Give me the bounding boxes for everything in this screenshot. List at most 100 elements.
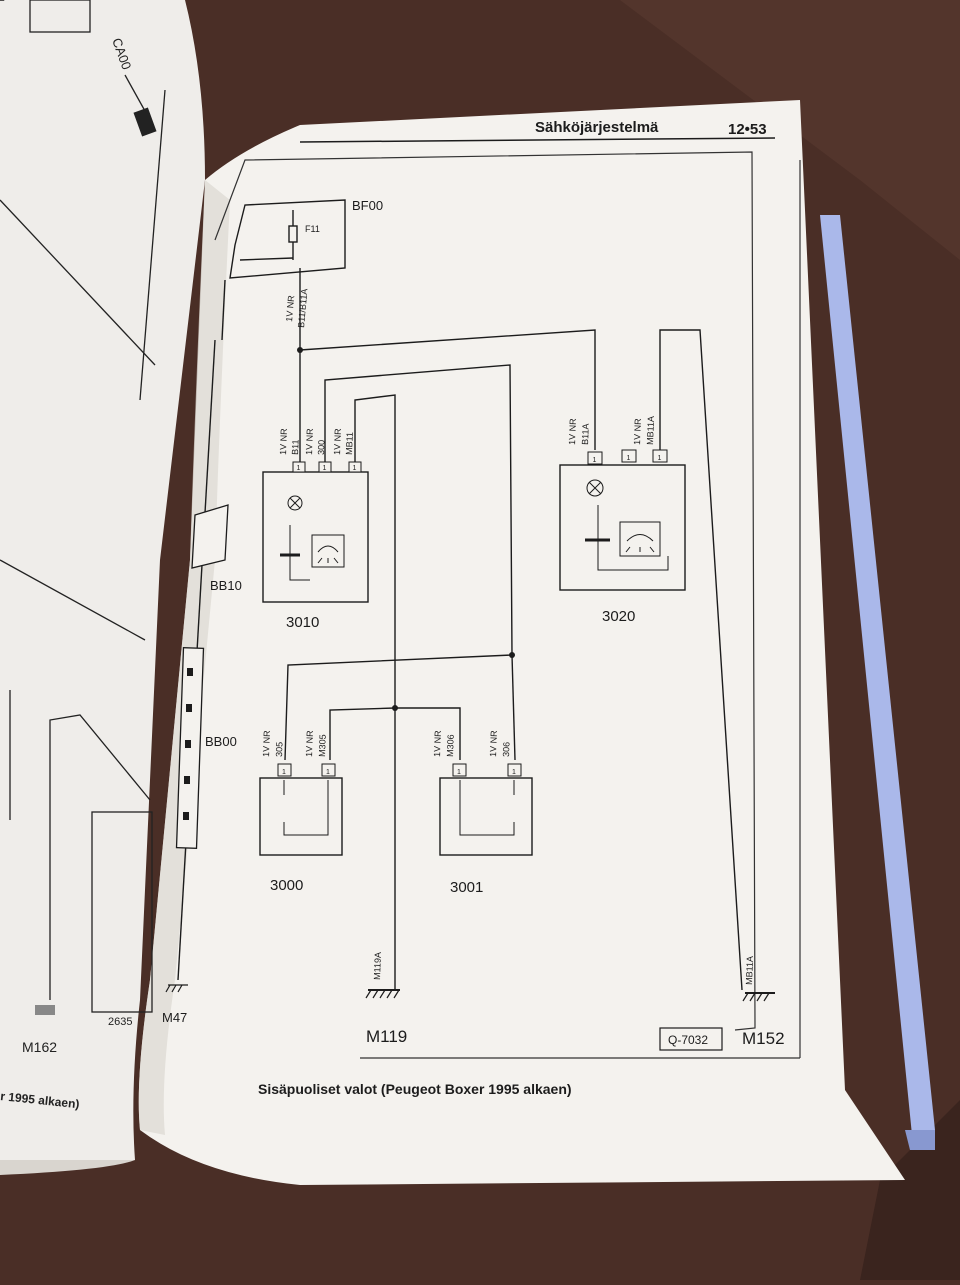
fuse-body [288, 225, 298, 243]
lamp-3020-bulb-cross [588, 481, 602, 495]
pin-number: 1 [326, 769, 330, 776]
fuse-wire-color: 1V NR [284, 294, 296, 322]
w3010-3a: 1V NR [332, 428, 343, 455]
bb00-pin [183, 812, 189, 820]
left-relay-box [29, 0, 91, 33]
bus-to-3020 [299, 329, 596, 450]
fuse-box-label: BF00 [352, 198, 383, 213]
lamp-3020-pin2 [621, 449, 637, 463]
pin-number: 1 [457, 769, 461, 776]
lamp-3010-bulb-icon [287, 495, 303, 511]
w3001-2a: 1V NR [488, 730, 499, 757]
pin-number: 1 [512, 769, 516, 776]
m119-ground [365, 989, 400, 999]
fuse-wire-id: B11/B11A [296, 288, 309, 328]
w3001-1a: 1V NR [432, 730, 443, 757]
pin-number: 1 [593, 457, 597, 464]
bb00-strip [175, 647, 205, 849]
junction-bus [297, 347, 303, 353]
ground-hatch [177, 984, 183, 993]
left-page-diagram [0, 0, 166, 1013]
pin-number: 1 [627, 455, 631, 462]
switch-3000-loop [283, 780, 329, 836]
w3010-3b: MB11 [344, 432, 355, 455]
lamp-3020-switch-wire [597, 505, 669, 571]
bb10-label: BB10 [210, 578, 242, 593]
w3000-1b: 305 [274, 742, 285, 757]
m47-ground [165, 984, 188, 993]
bb00-pin [185, 740, 191, 748]
w3010-1a: 1V NR [278, 428, 289, 455]
lamp-3020-pin3 [652, 449, 668, 463]
pin-number: 1 [0, 0, 4, 2]
lamp-3010-label: 3010 [286, 614, 319, 631]
w3020-2a: 1V NR [632, 418, 643, 445]
ground-hatch [365, 989, 372, 999]
lamp-3010-pin3 [348, 461, 362, 473]
w3010-2a: 1V NR [304, 428, 315, 455]
conn-2635-label: 2635 [108, 1016, 132, 1028]
w3020-1b: B11A [580, 423, 591, 445]
w3001-2b: 306 [501, 742, 512, 757]
lamp-3010-switch-wire [289, 525, 310, 581]
m119a-label: M119A [372, 952, 383, 980]
ground-hatch [749, 992, 756, 1002]
lamp-3020-housing [559, 464, 686, 591]
ground-hatch [763, 992, 770, 1002]
left-page [0, 0, 205, 1160]
lamp-3020-label: 3020 [602, 608, 635, 625]
fuse-side-wire [221, 279, 226, 341]
left-wire-lower [49, 714, 151, 1000]
junction-switch [509, 652, 515, 658]
switch-3000-pin2 [321, 763, 336, 777]
m162-label: M162 [22, 1039, 57, 1055]
m47-label: M47 [162, 1010, 187, 1025]
fuse-label: F11 [305, 224, 320, 234]
fuse-box-outline [229, 199, 346, 279]
ground-hatch [165, 984, 171, 993]
figure-ref: Q-7032 [668, 1033, 708, 1047]
page-number: 12•53 [728, 121, 767, 138]
lamp-3010-pin2 [318, 461, 332, 473]
ground-hatch [742, 992, 749, 1002]
bb00-pin [187, 668, 193, 676]
pin-number: 1 [297, 465, 301, 472]
lamp-3010-light-icon [317, 545, 339, 564]
m152-label: M152 [742, 1029, 785, 1048]
switch-3001-label: 3001 [450, 879, 483, 896]
pin-number: 1 [353, 465, 357, 472]
ground-hatch [386, 989, 393, 999]
switch-3001-pin1 [452, 763, 467, 777]
book-cover-edge [820, 215, 935, 1135]
w3000-2b: M305 [317, 734, 328, 757]
right-page [138, 100, 905, 1185]
bb00-pin [186, 704, 192, 712]
w3020-1a: 1V NR [567, 418, 578, 445]
mb11a-label: MB11A [744, 956, 755, 985]
ground-hatch [379, 989, 386, 999]
w3001-1b: M306 [445, 734, 456, 757]
wire-306 [511, 654, 516, 761]
header-title: Sähköjärjestelmä [535, 119, 659, 136]
m152-ground [742, 992, 775, 1002]
wood-grain [620, 0, 960, 260]
lamp-3010-housing [262, 471, 369, 603]
junction-ground [392, 705, 398, 711]
w3010-1b: B11 [290, 439, 301, 455]
lamp-3020-symbol-box [619, 521, 661, 557]
lamp-3020-bulb-icon [586, 479, 604, 497]
left-box-2635 [91, 811, 153, 1013]
figure-caption: Sisäpuoliset valot (Peugeot Boxer 1995 a… [258, 1081, 572, 1097]
switch-3001-housing [439, 777, 533, 856]
fuse-link [239, 257, 294, 261]
pin-number: 1 [282, 769, 286, 776]
lamp-3010-pin1 [292, 461, 306, 473]
w3000-2a: 1V NR [304, 730, 315, 757]
w3000-1a: 1V NR [261, 730, 272, 757]
header-rule [299, 137, 776, 143]
left-page-shadow [0, 1160, 135, 1175]
